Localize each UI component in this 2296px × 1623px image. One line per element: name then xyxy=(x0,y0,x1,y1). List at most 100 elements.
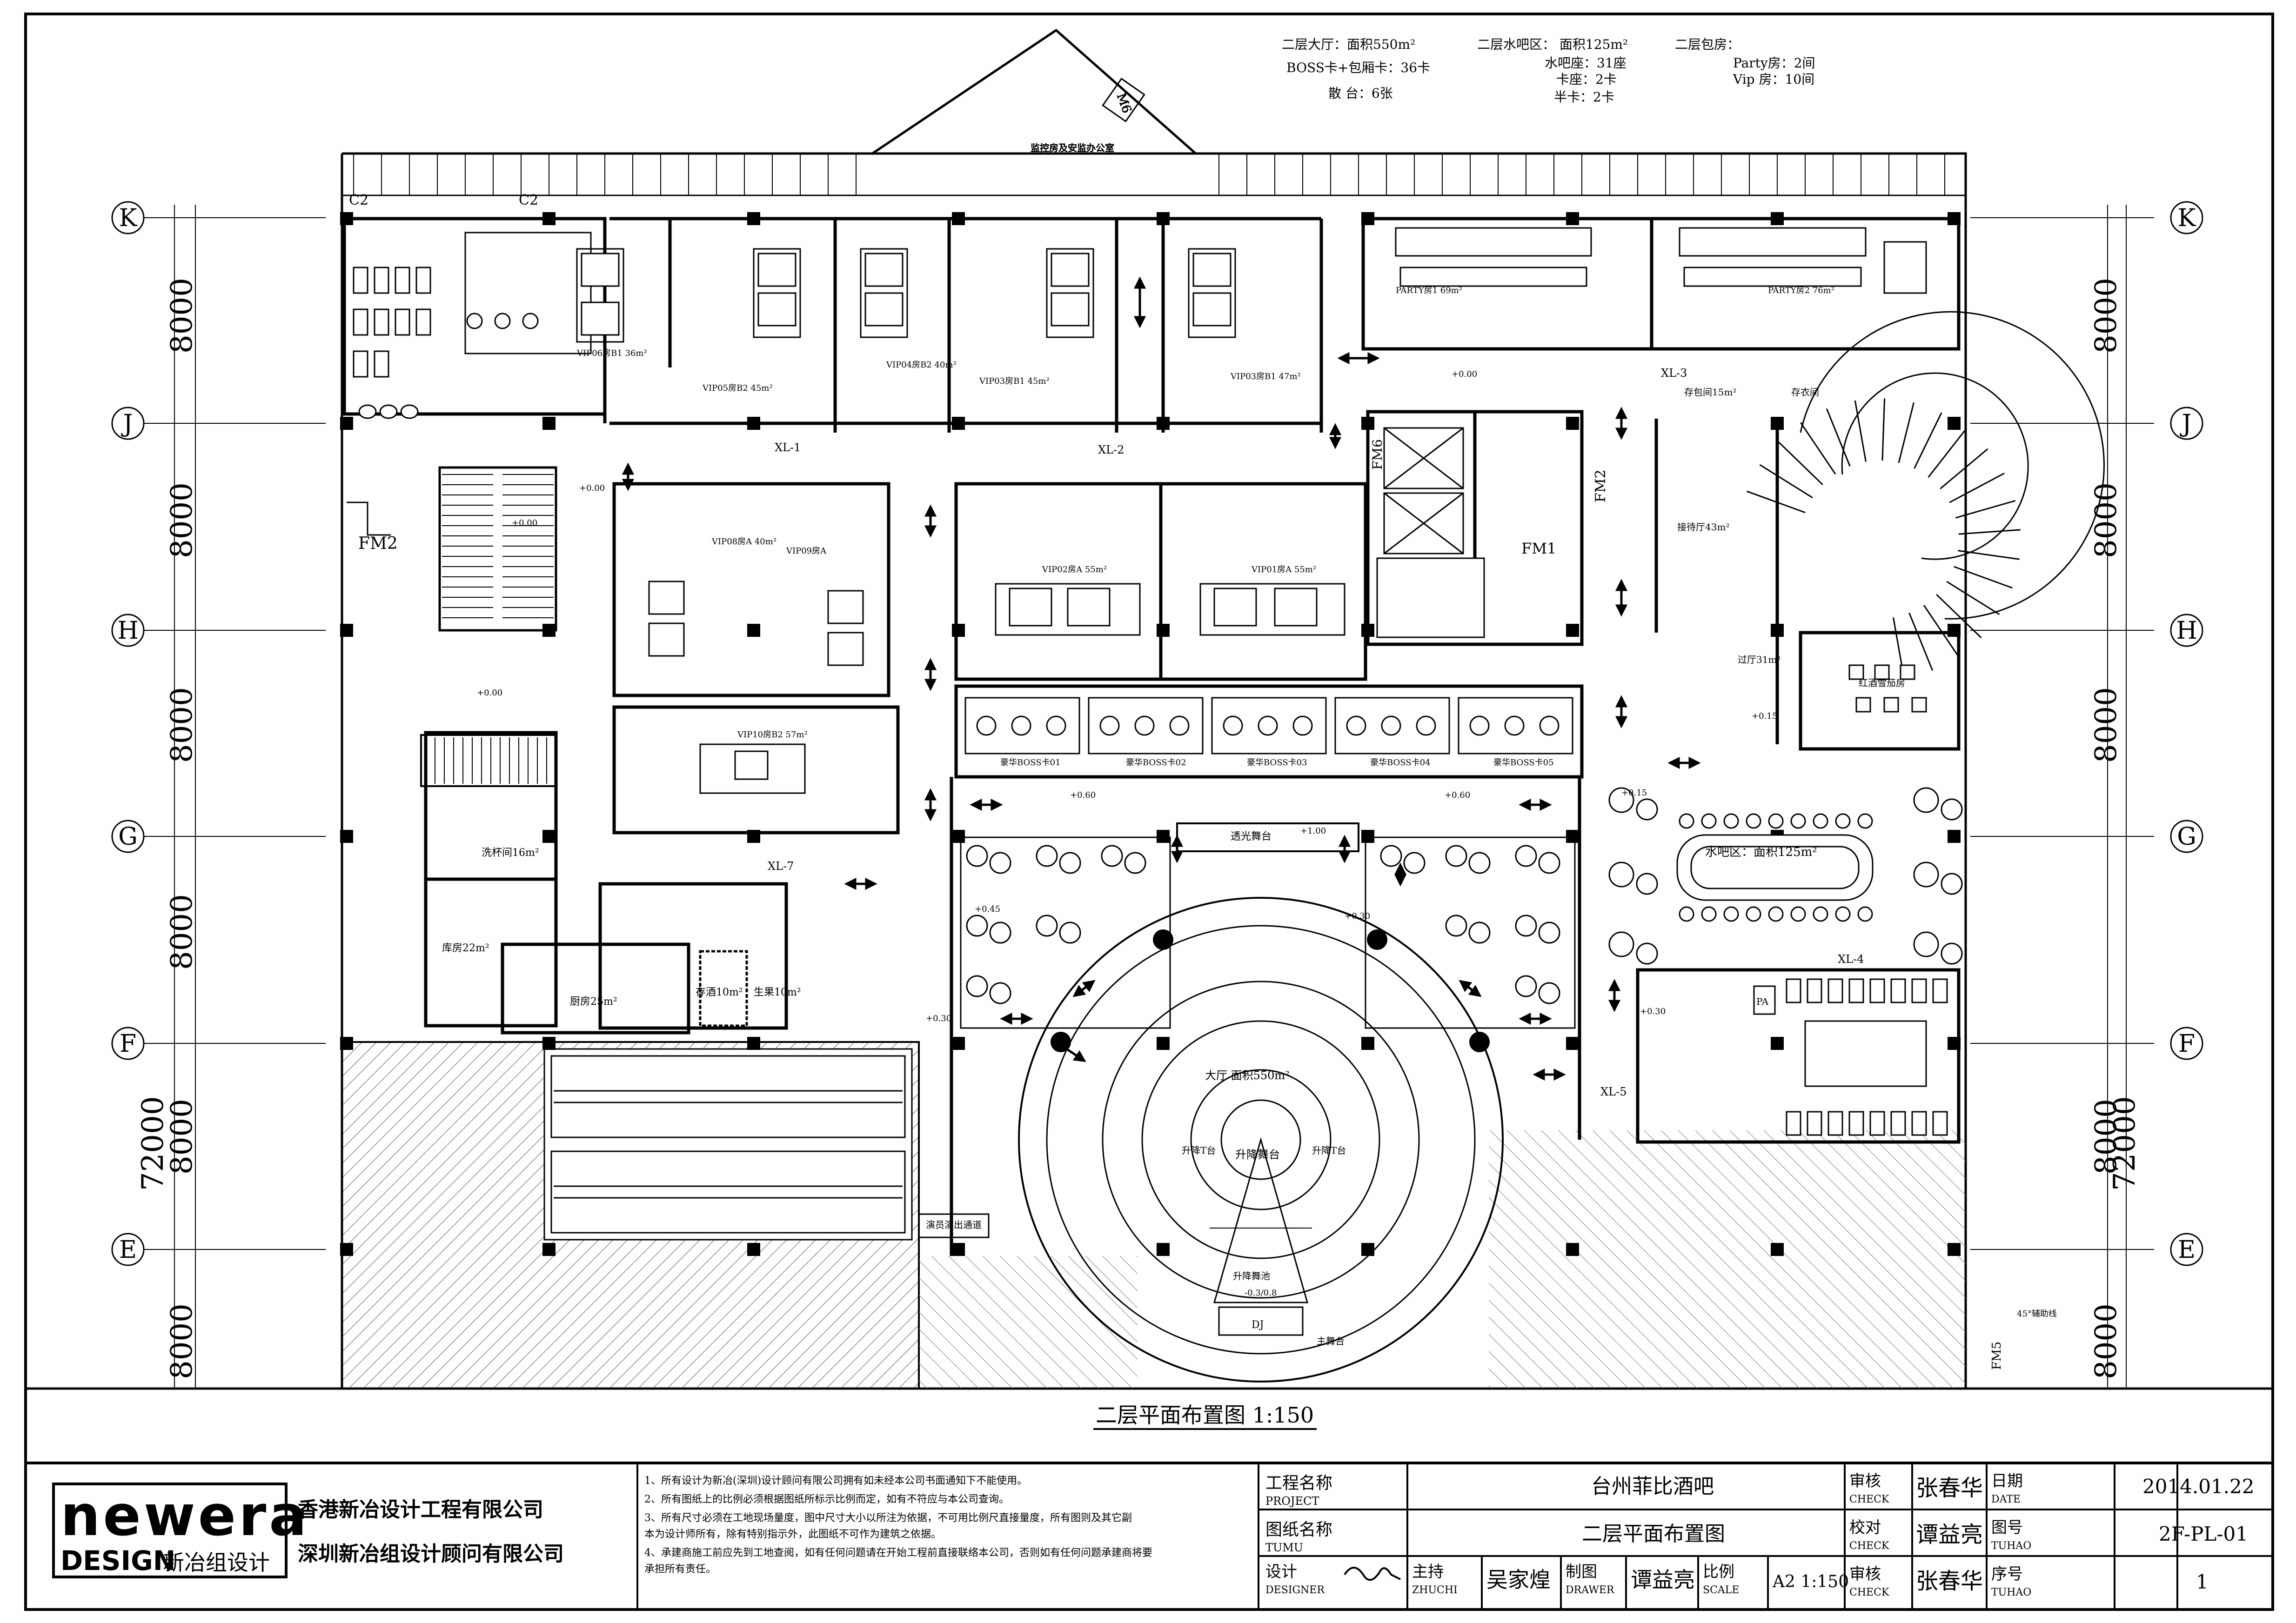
wine-room-seats xyxy=(1848,664,1927,713)
void-hatch-bottom-right xyxy=(1489,1130,1966,1389)
summary-bar-seats: 水吧座：31座 xyxy=(1545,55,1627,71)
axis-label-k-left: K xyxy=(119,204,138,232)
label-stage-passage: 演员演出通道 xyxy=(926,1219,982,1230)
designer-label-en: DESIGNER xyxy=(1265,1584,1325,1596)
circulation-arrows: (function(){var g=document.currentScript… xyxy=(622,276,1701,1081)
label-hall-zone: 大厅 面积550m² xyxy=(1205,1069,1290,1082)
logo-design: DESIGN xyxy=(60,1545,175,1576)
dim-left-6: 8000 xyxy=(165,1303,199,1379)
drawno-label-en: TUHAO xyxy=(1991,1540,2031,1552)
label-fm2-left: FM2 xyxy=(358,534,398,553)
room-wine-store: 存酒10m² xyxy=(696,987,743,998)
label-sub-stage-left: 升降T台 xyxy=(1182,1145,1216,1156)
axis-label-j-right: J xyxy=(2180,410,2192,438)
summary-party-rooms: Party房：2间 xyxy=(1733,55,1815,71)
summary-bar-half: 半卡：2卡 xyxy=(1554,89,1614,105)
room-kitchen: 厨房25m² xyxy=(570,996,617,1008)
water-bar: (function(){var g=document.currentScript… xyxy=(1608,787,1963,965)
scale-label: 比例 xyxy=(1703,1563,1734,1581)
boss-booths: (function(){var g=document.currentScript… xyxy=(964,697,1573,755)
label-sub-stage-right: 升降T台 xyxy=(1312,1145,1346,1156)
label-dj: DJ xyxy=(1252,1319,1264,1331)
drawing-name: 二层平面布置图 xyxy=(1582,1522,1725,1546)
room-storage-right: 存衣间 xyxy=(1791,387,1819,398)
summary-bar-booth: 卡座：2卡 xyxy=(1556,72,1617,87)
vip-labels-middle: VIP08房A 40m² VIP09房A VIP02房A 55m² VIP01房… xyxy=(711,537,1316,740)
seq-label-en: TUHAO xyxy=(1991,1587,2031,1598)
drawno-value: 2F-PL-01 xyxy=(2159,1523,2248,1545)
dim-left-2: 8000 xyxy=(165,482,199,558)
check2-label: 校对 xyxy=(1849,1518,1881,1537)
designer-signature xyxy=(1344,1567,1401,1581)
seq-label: 序号 xyxy=(1991,1565,2023,1583)
boss-booth-labels: 豪华BOSS卡01 豪华BOSS卡02 豪华BOSS卡03 豪华BOSS卡04 … xyxy=(1000,758,1554,768)
check3-name: 张春华 xyxy=(1916,1568,1983,1594)
chief-name: 吴家煌 xyxy=(1486,1567,1551,1592)
level-mark-6: +0.60 xyxy=(1070,790,1096,800)
label-fm2-mid: FM2 xyxy=(1593,469,1609,502)
axis-label-g-right: G xyxy=(2177,823,2196,851)
top-curtain-ticks: (function(){ var g = document.currentScr… xyxy=(353,154,1945,195)
summary-bar-area: 二层水吧区： 面积125m² xyxy=(1477,37,1628,52)
label-fm1: FM1 xyxy=(1521,540,1556,557)
general-notes: 1、所有设计为新冶(深圳)设计顾问有限公司拥有如未经本公司书面通知下不能使用。 … xyxy=(644,1475,1152,1575)
room-vip06: VIP06房B1 36m² xyxy=(576,348,647,358)
label-pa: PA xyxy=(1756,996,1769,1007)
title-block-fields: 工程名称 PROJECT 台州菲比酒吧 图纸名称 TUMU 二层平面布置图 设计… xyxy=(1265,1472,2254,1598)
label-boss04: 豪华BOSS卡04 xyxy=(1370,758,1431,768)
room-passage: 过厅31m² xyxy=(1738,654,1781,665)
title-block-grid xyxy=(636,1463,2273,1610)
label-xl2: XL-2 xyxy=(1098,443,1124,456)
hall-side-booths: (function(){var g=document.currentScript… xyxy=(960,836,1576,1029)
room-watchroom: 洗杯间16m² xyxy=(482,847,539,859)
escalator xyxy=(543,1048,913,1241)
axis-label-e-left: E xyxy=(119,1236,137,1264)
toilet-block-left xyxy=(353,232,592,419)
chief-label-en: ZHUCHI xyxy=(1412,1584,1458,1596)
room-vip09: VIP09房A xyxy=(786,546,827,556)
interior-walls xyxy=(342,217,1961,1256)
label-main-stage: 主舞台 xyxy=(1317,1336,1345,1347)
dim-right-1: 8000 xyxy=(2089,278,2123,354)
dance-hall xyxy=(1018,897,1504,1383)
label-xl3: XL-3 xyxy=(1661,367,1687,380)
axis-label-h-right: H xyxy=(2176,617,2197,645)
seq-value: 1 xyxy=(2196,1570,2209,1593)
check2-name: 谭益亮 xyxy=(1916,1522,1983,1548)
level-mark-4: +0.15 xyxy=(1621,788,1647,798)
level-mark-3: +0.15 xyxy=(1752,711,1777,721)
vip-furniture-middle xyxy=(648,581,1345,794)
logo-wordmark: newera xyxy=(60,1484,309,1549)
label-light-stage: 透光舞台 xyxy=(1231,831,1272,842)
label-c2-a: C2 xyxy=(349,192,368,208)
sheet-border xyxy=(24,13,2274,1611)
label-fm6: FM6 xyxy=(1370,439,1385,470)
label-boss02: 豪华BOSS卡02 xyxy=(1126,758,1186,768)
date-label-en: DATE xyxy=(1991,1494,2021,1505)
level-mark-10: -0.3/0.8 xyxy=(1245,1288,1277,1298)
room-vip02b: VIP03房B1 47m² xyxy=(1230,372,1301,381)
axis-label-j-left: J xyxy=(121,410,133,438)
void-hatch-bottom-mid xyxy=(919,1256,1138,1389)
drawing-label-en: TUMU xyxy=(1265,1541,1303,1554)
dim-left-4: 8000 xyxy=(165,894,199,970)
summary-boss-seats: BOSS卡+包厢卡：36卡 xyxy=(1286,60,1430,75)
date-value: 2014.01.22 xyxy=(2142,1475,2254,1498)
level-mark-14: +0.00 xyxy=(1452,369,1477,379)
level-mark-9: +0.30 xyxy=(1345,911,1370,921)
area-summary: 二层大厅：面积550m² BOSS卡+包厢卡：36卡 散 台：6张 二层水吧区：… xyxy=(1282,37,1815,105)
note-2: 2、所有图纸上的比例必须根据图纸所标示比例而定，如有不符应与本公司查询。 xyxy=(644,1494,1009,1505)
room-monitor: 监控房及安监办公室 xyxy=(1031,142,1114,154)
drawno-label: 图号 xyxy=(1991,1518,2023,1537)
lift-block xyxy=(1376,427,1485,638)
company-sz: 深圳新冶组设计顾问有限公司 xyxy=(298,1542,564,1566)
stair-left: (function(){var g=document.currentScript… xyxy=(347,466,557,632)
dimension-labels: 8000 8000 8000 8000 8000 8000 72000 8000… xyxy=(136,278,2142,1379)
label-boss01: 豪华BOSS卡01 xyxy=(1000,758,1061,768)
scale-value: A2 1:150 xyxy=(1772,1572,1849,1591)
hall-labels: 大厅 面积550m² 升降舞台 升降舞池 主舞台 DJ 升降T台 升降T台 xyxy=(1182,1069,1346,1347)
date-label: 日期 xyxy=(1991,1472,2023,1490)
level-mark-13: +0.00 xyxy=(512,518,537,528)
level-mark-1: +0.00 xyxy=(579,483,605,493)
